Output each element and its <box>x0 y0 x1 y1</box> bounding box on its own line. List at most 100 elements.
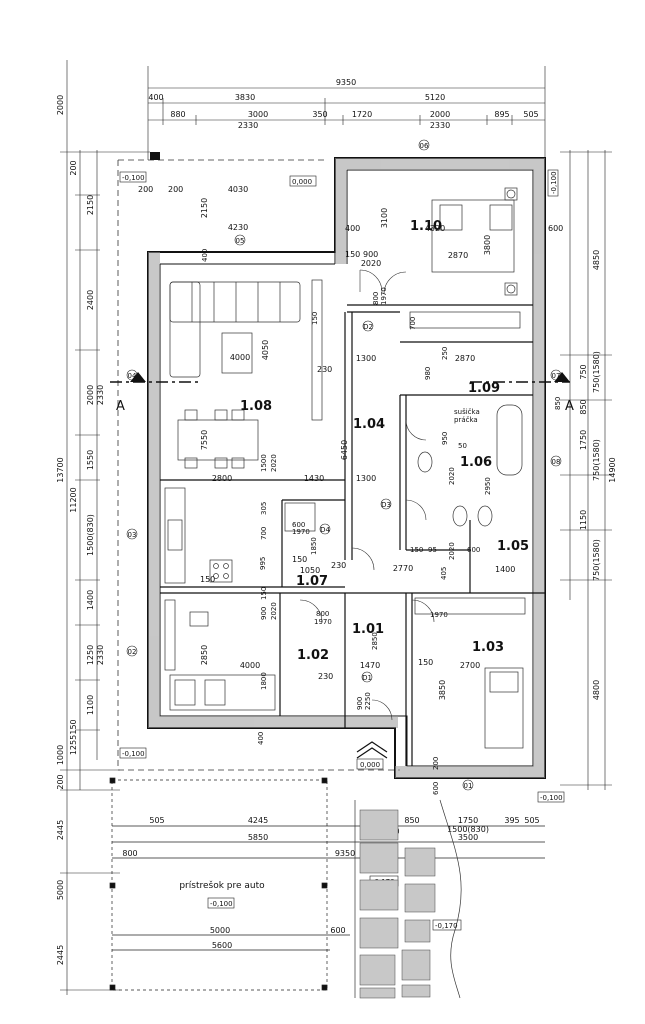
room-1-08: 1.08 <box>240 399 272 414</box>
dim-left-200: 200 <box>56 774 65 789</box>
dim-i-800a: 800 <box>372 292 380 305</box>
dim-i-200a: 200 <box>138 185 153 194</box>
dim-left-i2: 2400 <box>86 290 95 310</box>
dim-top-l: 2330 <box>430 121 450 130</box>
dim-i-2020a: 2020 <box>361 259 381 268</box>
dim-left-2445b: 2445 <box>56 945 65 965</box>
dim-top-d: 880 <box>170 110 185 119</box>
dryer-label: sušička <box>454 408 480 416</box>
dim-i-1050: 1050 <box>300 566 320 575</box>
dim-top-h: 2000 <box>430 110 450 119</box>
wardrobe-1-03-icon <box>414 597 526 615</box>
dim-i-2770: 2770 <box>393 564 413 573</box>
level-tag-3: -0,100 <box>122 750 145 758</box>
dim-i-305: 305 <box>260 502 268 515</box>
dim-i-3800: 3800 <box>483 235 492 255</box>
interior-walls <box>160 304 545 766</box>
carport-label: prístrešok pre auto <box>179 880 265 891</box>
marker-07: 07 <box>552 372 561 380</box>
dim-b-505b: 505 <box>524 816 539 825</box>
dim-i-800b: 800 <box>316 610 329 618</box>
dim-i-1470: 1470 <box>360 661 380 670</box>
dim-top-g: 1720 <box>352 110 372 119</box>
dim-i-2850b: 2850 <box>371 632 379 650</box>
marker-06: 06 <box>420 142 429 150</box>
toilet-icon <box>417 451 433 473</box>
dim-left-1000: 1000 <box>56 745 65 765</box>
dim-b-1750: 1750 <box>458 816 478 825</box>
dim-i-150f: 150 <box>311 312 319 325</box>
dim-i-1970b: 1970 <box>292 528 310 536</box>
dim-i-4000a: 4000 <box>230 353 250 362</box>
dim-b-9350: 9350 <box>335 849 355 858</box>
dim-i-200b: 200 <box>168 185 183 194</box>
dim-i-150c: 150 <box>200 575 215 584</box>
washer-label: práčka <box>454 416 478 424</box>
dim-left-5000: 5000 <box>56 880 65 900</box>
dim-i-7550: 7550 <box>200 430 209 450</box>
sofa-icon <box>169 281 301 323</box>
dining-table-icon <box>177 419 259 461</box>
section-label-left: A <box>116 399 125 414</box>
dim-b-5000: 5000 <box>210 926 230 935</box>
level-tag-4: -0,100 <box>550 171 558 194</box>
dim-left-i8: 1400 <box>86 590 95 610</box>
dim-i-1300b: 1300 <box>356 474 376 483</box>
dim-left-i3: 2000 <box>86 385 95 405</box>
right-dimension-texts: 14900 4850 750(1580) 1750 750(1580) 1150… <box>579 250 617 700</box>
dim-left-i4: 2330 <box>96 385 105 405</box>
marker-texts: 01 02 03 04 05 06 07 08 D1 D2 D3 D4 <box>128 142 561 790</box>
dim-i-4230: 4230 <box>228 223 248 232</box>
dim-i-3850: 3850 <box>438 680 447 700</box>
section-arrow-right-icon <box>554 372 570 382</box>
dim-left-i1: 2150 <box>86 195 95 215</box>
dim-right-1750: 1750 <box>579 430 588 450</box>
kitchen-counter-icon <box>164 487 186 584</box>
dim-left-2445: 2445 <box>56 820 65 840</box>
dim-b-5850: 5850 <box>248 833 268 842</box>
dim-b-1500: 1500(830) <box>447 825 489 834</box>
dim-i-995: 995 <box>259 557 267 570</box>
left-dimension-texts: 2000 13700 1000 200 2445 5000 2445 200 2… <box>56 95 105 965</box>
stepping-stones <box>359 809 436 999</box>
room-1-04: 1.04 <box>353 417 385 432</box>
dim-i-600: 600 <box>548 224 563 233</box>
dim-i-2950: 2950 <box>484 477 492 495</box>
dim-i-2020d: 2020 <box>270 602 278 620</box>
entrance-arrow-icon <box>356 741 388 759</box>
section-label-right: A <box>565 399 574 414</box>
dim-left-i5: 1550 <box>86 450 95 470</box>
level-tag-8: -0,170 <box>435 922 458 930</box>
dim-i-230c: 230 <box>318 672 333 681</box>
dim-left-i10: 2330 <box>96 645 105 665</box>
dim-i-1970c: 1970 <box>314 618 332 626</box>
column-post <box>150 152 160 160</box>
dim-left-i6: 11200 <box>69 487 78 512</box>
dim-right-1150: 1150 <box>579 510 588 530</box>
dim-top-c: 5120 <box>425 93 445 102</box>
dim-i-1430: 1430 <box>304 474 324 483</box>
marker-d3: D3 <box>381 501 391 509</box>
dim-top-e: 3000 <box>248 110 268 119</box>
dim-left-i0: 200 <box>69 160 78 175</box>
wall-hatching <box>148 158 545 778</box>
right-dimension-lines <box>560 150 612 790</box>
marker-d4: D4 <box>320 526 330 534</box>
dim-i-1400: 1400 <box>495 565 515 574</box>
dim-i-150a: 150 <box>345 250 360 259</box>
level-tag-1: -0,100 <box>122 174 145 182</box>
marker-08: 08 <box>552 458 561 466</box>
dim-i-900a: 900 <box>363 250 378 259</box>
dim-i-250: 250 <box>441 347 449 360</box>
dim-right-750-inner: 750 <box>579 364 588 379</box>
dim-top-i: 895 <box>494 110 509 119</box>
wardrobe-icon <box>409 311 521 329</box>
interior-dimension-texts: 4030 200 200 2150 4230 4320 400 600 3100… <box>138 185 563 795</box>
dim-i-700b: 700 <box>260 527 268 540</box>
room-1-06: 1.06 <box>460 455 492 470</box>
dim-i-950: 950 <box>441 432 449 445</box>
dim-i-2020b: 2020 <box>270 454 278 472</box>
dim-i-600c: 600 <box>467 546 480 554</box>
dim-b-4245: 4245 <box>248 816 268 825</box>
dim-i-2020c: 2020 <box>448 467 456 485</box>
